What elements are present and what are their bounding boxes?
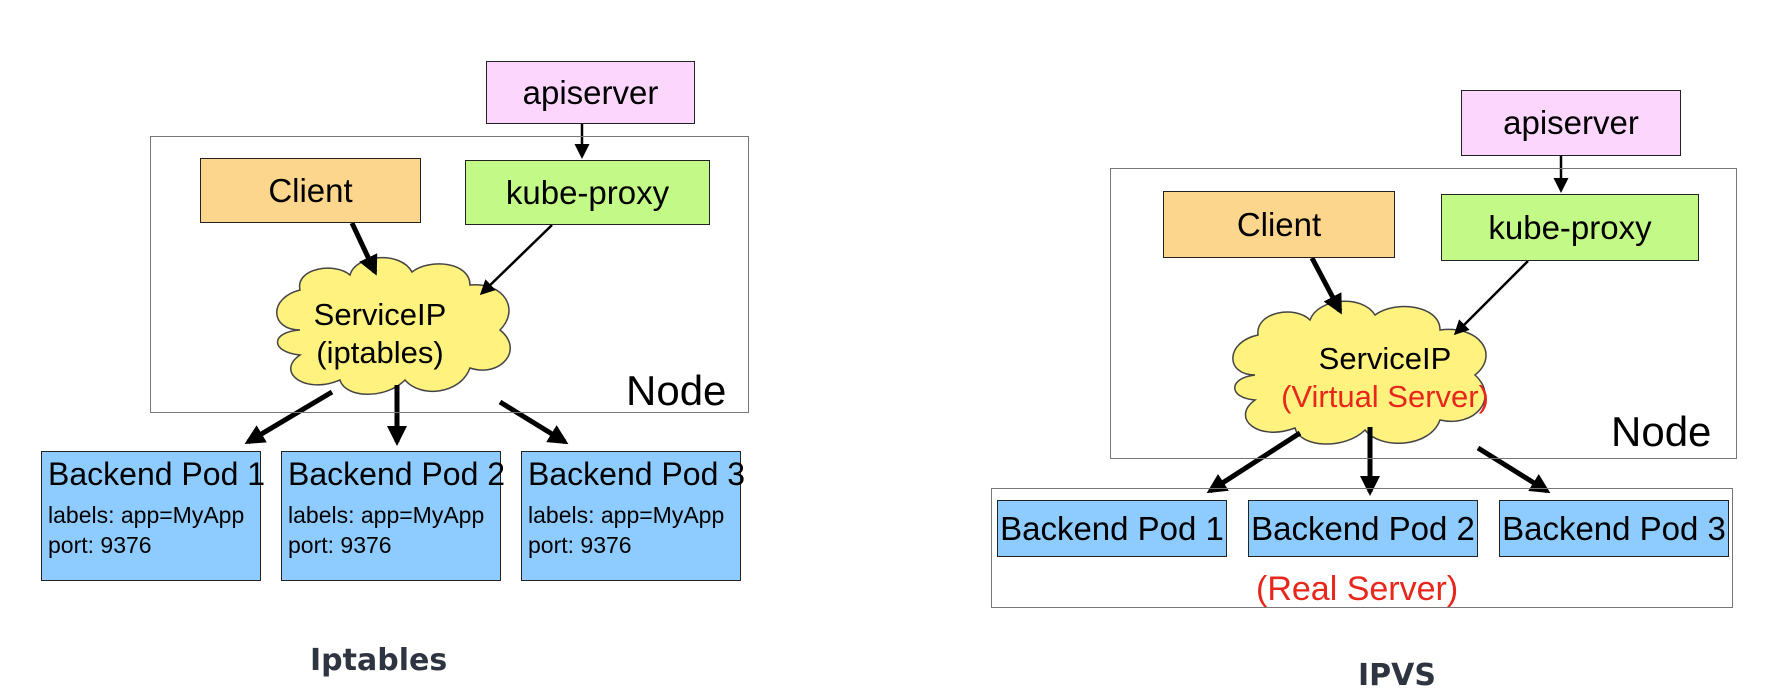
- arrow-client-to-serviceip-right: [1309, 256, 1343, 315]
- backend-pod-1-left: Backend Pod 1 labels: app=MyApp port: 93…: [41, 451, 266, 581]
- arrow-serviceip-to-pod3-left: [498, 399, 569, 445]
- service-ip-label-right: ServiceIP: [1318, 341, 1452, 376]
- backend-pod-1-right: Backend Pod 1: [997, 500, 1227, 557]
- arrow-serviceip-to-pod1-left: [244, 389, 334, 445]
- node-frame-left: [150, 136, 749, 413]
- node-frame-right: [1110, 168, 1737, 459]
- service-ip-cloud-left: [276, 257, 511, 395]
- kube-proxy-label-left: kube-proxy: [505, 173, 670, 211]
- arrow-kube-proxy-to-serviceip-left: [479, 224, 553, 296]
- pod-labels: labels: app=MyApp: [528, 502, 725, 528]
- apiserver-label-left: apiserver: [522, 73, 659, 111]
- pod-port: port: 9376: [528, 532, 632, 558]
- pod-port: port: 9376: [288, 532, 392, 558]
- pod-labels: labels: app=MyApp: [48, 502, 245, 528]
- pod-title: Backend Pod 3: [528, 456, 746, 492]
- backend-pod-3-left: Backend Pod 3 labels: app=MyApp port: 93…: [521, 451, 746, 581]
- apiserver-box-right: apiserver: [1461, 90, 1681, 156]
- caption-iptables: Iptables: [310, 643, 448, 678]
- service-ip-cloud-right: [1232, 300, 1487, 445]
- pod-port: port: 9376: [48, 532, 152, 558]
- pod-title: Backend Pod 1: [1000, 509, 1224, 547]
- backend-pod-3-right: Backend Pod 3: [1499, 500, 1729, 557]
- pod-labels: labels: app=MyApp: [288, 502, 485, 528]
- apiserver-box-left: apiserver: [486, 61, 695, 124]
- backend-pod-2-left: Backend Pod 2 labels: app=MyApp port: 93…: [281, 451, 506, 581]
- node-label-right: Node: [1611, 408, 1712, 455]
- service-mode-label-right: (Virtual Server): [1281, 379, 1489, 414]
- real-server-frame: [991, 488, 1733, 608]
- pod-title: Backend Pod 2: [1251, 509, 1475, 547]
- pod-title: Backend Pod 2: [288, 456, 506, 492]
- service-ip-text-left: ServiceIP (iptables): [300, 296, 460, 372]
- node-label-left: Node: [626, 367, 727, 414]
- arrow-kube-proxy-to-serviceip-right: [1453, 260, 1529, 336]
- service-ip-text-right: ServiceIP (Virtual Server): [1265, 340, 1505, 416]
- pod-title: Backend Pod 1: [48, 456, 266, 492]
- service-ip-label-left: ServiceIP: [313, 297, 447, 332]
- apiserver-label-right: apiserver: [1503, 104, 1639, 141]
- service-mode-label-left: (iptables): [316, 335, 444, 370]
- client-label-left: Client: [268, 171, 353, 209]
- kube-proxy-box-right: kube-proxy: [1441, 194, 1699, 261]
- client-box-left: Client: [200, 158, 421, 223]
- arrow-client-to-serviceip-left: [349, 221, 378, 276]
- arrow-serviceip-to-pod3-right: [1476, 445, 1551, 494]
- backend-pod-2-right: Backend Pod 2: [1248, 500, 1478, 557]
- pod-title: Backend Pod 3: [1502, 509, 1726, 547]
- real-server-label: (Real Server): [1256, 570, 1459, 608]
- kube-proxy-box-left: kube-proxy: [465, 160, 710, 225]
- kube-proxy-label-right: kube-proxy: [1488, 208, 1652, 246]
- client-box-right: Client: [1163, 191, 1395, 258]
- arrow-serviceip-to-pod1-right: [1206, 430, 1302, 494]
- client-label-right: Client: [1236, 205, 1322, 243]
- caption-ipvs: IPVS: [1358, 658, 1436, 693]
